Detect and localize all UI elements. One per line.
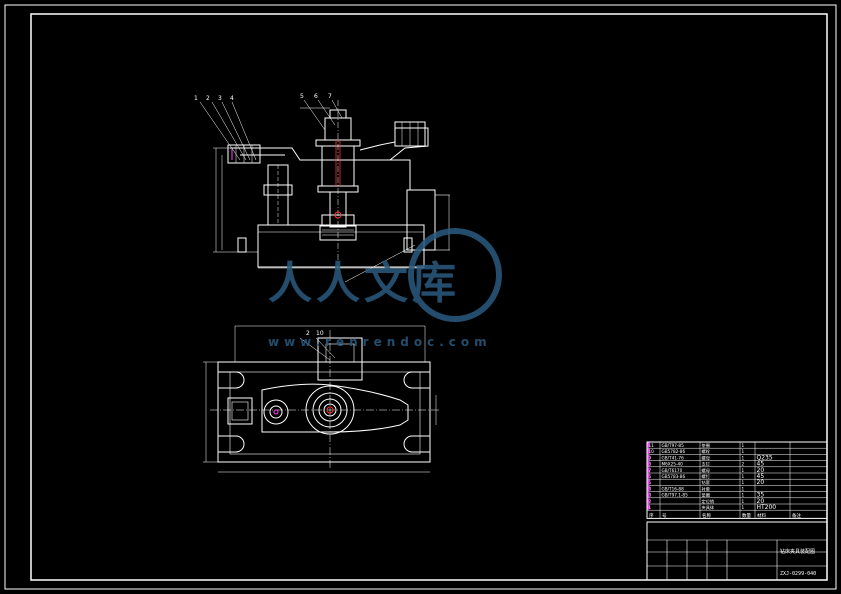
- parts-list-cell: Q235: [757, 454, 773, 461]
- parts-list-cell: 螺栓: [702, 448, 711, 455]
- parts-list-cell: 衬套: [702, 485, 711, 492]
- parts-list-cell: 定位销: [702, 498, 715, 505]
- parts-list-cell: 3: [649, 493, 652, 498]
- watermark: 人人文库 www.renrendoc.com: [268, 228, 502, 349]
- parts-list-cell: 螺母: [702, 467, 710, 474]
- parts-list-cell: 20: [757, 467, 765, 474]
- parts-row-marker: [647, 442, 650, 448]
- parts-list-cell: 1: [742, 474, 745, 479]
- parts-list-header: 材料: [757, 512, 766, 519]
- parts-row-marker: [647, 473, 650, 479]
- parts-list-cell: GB/T6170: [662, 468, 683, 473]
- parts-list-cell: 1: [742, 480, 745, 485]
- parts-list-cell: 10: [649, 449, 655, 454]
- parts-list-cell: 11: [649, 443, 655, 448]
- leader-label: 3: [218, 95, 222, 102]
- parts-row-marker: [647, 479, 650, 485]
- parts-list-cell: 支钉: [702, 461, 711, 468]
- parts-list-cell: 45: [757, 461, 765, 468]
- parts-list-cell: 35: [757, 492, 765, 499]
- watermark-brand: 人人文库: [268, 258, 460, 309]
- outer-frame: [4, 4, 837, 590]
- front-view-leader-labels: 1 2 3 4 5 6 7: [194, 93, 332, 102]
- parts-list-cell: 螺钉: [702, 473, 711, 480]
- parts-list-cell: 8: [649, 462, 652, 467]
- parts-list-cell: GB/T16-88: [662, 486, 685, 491]
- parts-list-cell: 5: [649, 480, 652, 485]
- watermark-logo-ring: [408, 228, 502, 322]
- top-view: [203, 325, 440, 473]
- parts-row-marker: [647, 498, 650, 504]
- parts-list-cell: GB/T97.1-85: [662, 493, 689, 498]
- parts-list-cell: 4: [649, 486, 652, 491]
- top-view-leader-labels: 2 10: [306, 330, 324, 337]
- parts-list-cell: 20: [757, 498, 765, 505]
- watermark-url: www.renrendoc.com: [268, 335, 492, 349]
- parts-list-cell: 螺母: [702, 454, 710, 461]
- parts-list-cell: 9: [649, 455, 652, 460]
- parts-list-cell: 1: [742, 486, 745, 491]
- parts-list-cell: 2: [649, 499, 652, 504]
- leader-label: 2: [306, 330, 310, 337]
- parts-list-cell: 1: [742, 449, 745, 454]
- parts-list-header: 数量: [742, 512, 751, 519]
- parts-list-cell: 7: [649, 468, 652, 473]
- parts-list-cell: GB/T41-76: [662, 455, 685, 460]
- leader-label: 4: [230, 95, 234, 102]
- leader-label: 7: [328, 93, 332, 100]
- parts-row-marker: [647, 485, 650, 492]
- parts-list-cell: 45: [757, 473, 765, 480]
- leader-label: 10: [316, 330, 324, 337]
- parts-list-cell: 1: [742, 468, 745, 473]
- parts-list-cell: GB5783-86: [662, 474, 686, 479]
- leader-label: 6: [314, 93, 318, 100]
- parts-list-cell: 1: [742, 499, 745, 504]
- parts-list-cell: 1: [742, 455, 745, 460]
- title-block: [646, 521, 828, 581]
- parts-list-header: 序: [649, 512, 654, 519]
- parts-list-cell: 垫圈: [702, 442, 710, 449]
- parts-list-cell: M6X25-40: [662, 462, 684, 467]
- drawing-number: ZXJ-0299-040: [780, 571, 816, 577]
- parts-list-cell: 1: [742, 493, 745, 498]
- top-view-accents: [273, 406, 334, 415]
- parts-list-cell: 夹具体: [702, 504, 715, 511]
- parts-list-cell: GB/T97-85: [662, 443, 685, 448]
- parts-list-cell: 1: [742, 443, 745, 448]
- parts-list-header: 号: [662, 513, 667, 519]
- front-view-accents: [231, 140, 342, 219]
- inner-frame: [30, 13, 828, 581]
- parts-list-cell: 2: [742, 462, 745, 467]
- parts-list-cell: 6: [649, 474, 652, 479]
- title-block-name: 钻床夹具装配图: [780, 548, 815, 555]
- parts-row-marker: [647, 504, 650, 510]
- parts-list-cell: 20: [757, 479, 765, 486]
- parts-list-cell: 垫圈: [702, 492, 710, 499]
- parts-list-cell: 钻套: [702, 479, 711, 486]
- front-view: [199, 99, 450, 283]
- leader-label: 2: [206, 95, 210, 102]
- parts-list-header: 名称: [702, 512, 711, 519]
- parts-list-cell: GB5782-86: [662, 449, 686, 454]
- leader-label: 5: [300, 93, 304, 100]
- parts-list-cell: HT200: [757, 504, 777, 511]
- leader-label: 1: [194, 95, 198, 102]
- parts-list-cell: 1: [742, 505, 745, 510]
- parts-row-marker: [647, 461, 650, 467]
- parts-row-marker: [647, 448, 650, 454]
- parts-row-marker: [647, 467, 650, 473]
- parts-list-header: 备注: [792, 512, 801, 519]
- parts-row-marker: [647, 454, 650, 461]
- parts-row-marker: [647, 492, 650, 498]
- parts-list-cell: 1: [649, 505, 652, 510]
